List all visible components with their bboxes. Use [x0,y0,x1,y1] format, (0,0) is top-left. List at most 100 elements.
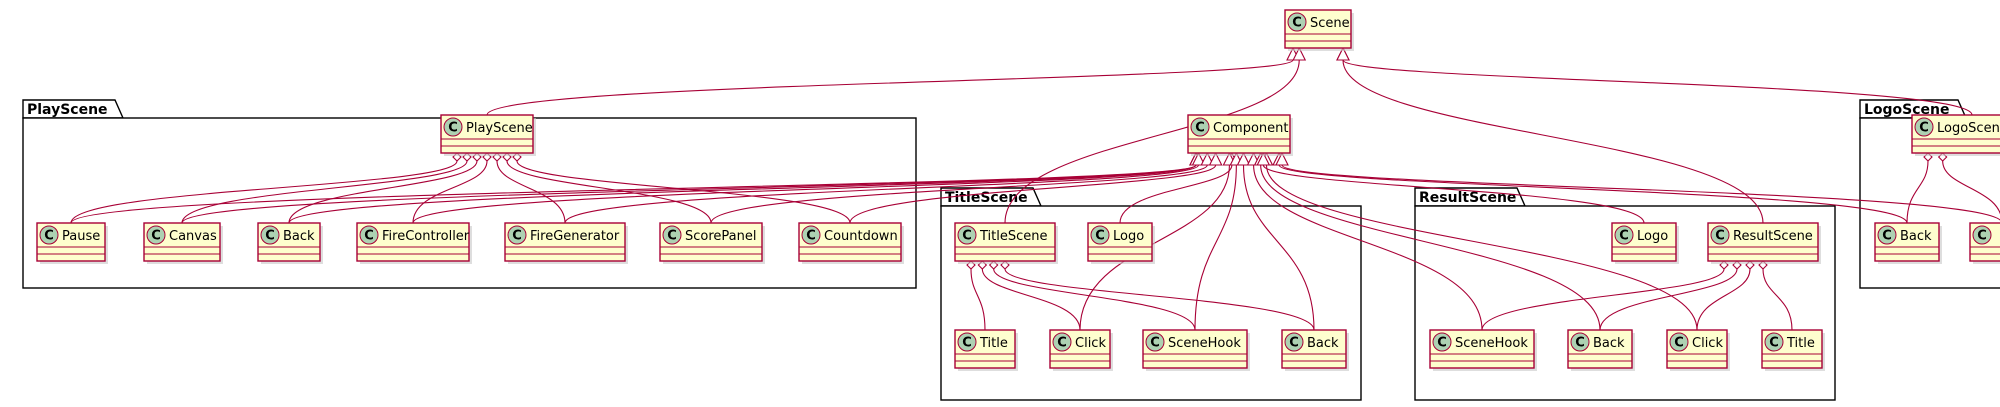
class-spot-icon [662,225,682,245]
class-name: ScorePanel [685,229,756,244]
class-play-back[interactable]: C Back [257,222,323,264]
class-glyph: C [364,229,374,244]
class-spot-icon [507,225,527,245]
class-glyph: C [1150,336,1160,351]
inheritance-edge-result-resultscene-to-scene [1336,46,1764,224]
class-result-title[interactable]: C Title [1761,329,1825,371]
class-title-back[interactable]: C Back [1281,329,1349,371]
class-name: Back [283,229,315,244]
class-glyph: C [1977,229,1987,244]
class-name: PlayScene [466,121,533,136]
inheritance-edge-title-titlescene-to-scene [1004,46,1307,224]
class-glyph: C [265,229,275,244]
class-glyph: C [1195,121,1205,136]
class-result-click[interactable]: C Click [1666,329,1730,371]
class-name: SceneHook [1168,336,1241,351]
class-glyph: C [448,121,458,136]
class-spot-icon [1877,225,1897,245]
inheritance-edge-play-countdown-to-component [849,151,1223,224]
class-name: Title [979,336,1008,351]
package-name: PlayScene [27,102,108,118]
class-name: Click [1692,336,1723,351]
inheritance-arrowhead [1200,151,1215,166]
inheritance-arrowhead [1191,151,1206,166]
class-name: Back [1593,336,1625,351]
class-play-pause[interactable]: C Pause [36,222,108,264]
class-glyph: C [512,229,522,244]
class-name: Title [1786,336,1815,351]
class-name: Logo [1637,229,1668,244]
class-spot-icon [1090,225,1110,245]
class-component[interactable]: C Component [1187,114,1293,156]
class-result-logo[interactable]: C Logo [1611,222,1679,264]
class-glyph: C [1769,336,1779,351]
class-title-logo[interactable]: C Logo [1087,222,1155,264]
class-glyph: C [1882,229,1892,244]
class-scene[interactable]: C Scene [1284,9,1354,51]
class-name: Canvas [169,229,217,244]
class-spot-icon [1287,12,1307,32]
class-glyph: C [1619,229,1629,244]
inheritance-edge-play-playscene-to-scene [486,46,1300,116]
class-spot-icon [1190,117,1210,137]
class-name: Logo [1113,229,1144,244]
class-spot-icon [146,225,166,245]
class-logo-partial[interactable]: C [1969,222,2000,264]
class-spot-icon [1914,117,1934,137]
class-name: TitleScene [979,229,1048,244]
class-glyph: C [1715,229,1725,244]
class-name: Pause [62,229,100,244]
class-glyph: C [44,229,54,244]
inheritance-arrowhead [1275,151,1289,166]
class-spot-icon [1614,225,1634,245]
inheritance-arrowhead [1256,151,1271,166]
class-spot-icon [443,117,463,137]
inheritance-arrowhead [1292,46,1307,61]
package-name: ResultScene [1419,190,1516,206]
class-glyph: C [1289,336,1299,351]
class-box [504,222,626,262]
inheritance-edge-result-logo-to-component [1256,151,1645,224]
class-name: FireGenerator [530,229,620,244]
class-name: FireController [382,229,470,244]
class-title-scenehook[interactable]: C SceneHook [1142,329,1250,371]
class-spot-icon [1570,332,1590,352]
inheritance-arrowhead [1208,151,1223,166]
class-glyph: C [1292,16,1302,31]
class-name: ResultScene [1733,229,1813,244]
class-name: Back [1307,336,1339,351]
class-spot-icon [359,225,379,245]
class-play-firecontroller[interactable]: C FireController [356,222,472,264]
class-name: Component [1213,121,1288,136]
class-spot-icon [1284,332,1304,352]
package-name: LogoScene [1864,102,1950,118]
class-glyph: C [1057,336,1067,351]
class-name: Scene [1310,16,1350,31]
class-glyph: C [962,229,972,244]
class-glyph: C [1575,336,1585,351]
inheritance-edge-logo-logoscene-to-scene [1336,46,1973,116]
class-play-scorepanel[interactable]: C ScorePanel [659,222,765,264]
class-glyph: C [1095,229,1105,244]
inheritance-edge-title-back-to-component [1236,151,1315,331]
class-spot-icon [1052,332,1072,352]
class-result-resultscene[interactable]: C ResultScene [1707,222,1821,264]
class-title-titlescene[interactable]: C TitleScene [954,222,1058,264]
class-glyph: C [667,229,677,244]
inheritance-edge-logo-partial-to-component [1275,151,2000,222]
class-play-playscene[interactable]: C PlayScene [440,114,536,156]
inheritance-arrowhead [1236,151,1251,166]
class-result-back[interactable]: C Back [1567,329,1635,371]
class-glyph: C [806,229,816,244]
class-logo-logoscene[interactable]: CLogoScene [1911,114,2000,156]
class-play-firegenerator[interactable]: C FireGenerator [504,222,628,264]
class-spot-icon [1669,332,1689,352]
class-glyph: C [1674,336,1684,351]
class-spot-icon [1432,332,1452,352]
